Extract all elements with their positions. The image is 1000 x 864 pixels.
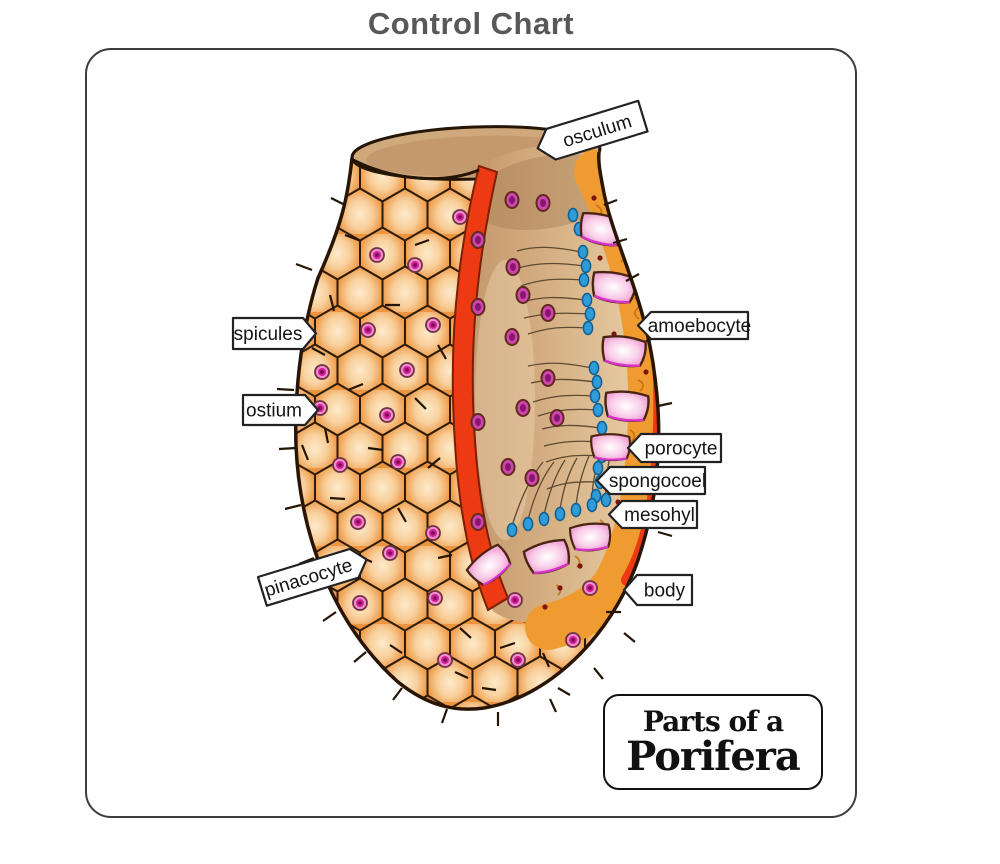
- svg-text:ostium: ostium: [246, 401, 302, 422]
- label-spongocoel: spongocoel: [595, 465, 706, 496]
- label-amoebocyte: amoebocyte: [636, 310, 752, 341]
- osculum-front-lip: [352, 158, 480, 181]
- caption-line2: Porifera: [626, 732, 801, 780]
- edge-spicules: [276, 197, 677, 726]
- svg-text:amoebocyte: amoebocyte: [648, 316, 752, 337]
- cutaway-section: [451, 145, 659, 650]
- svg-text:body: body: [644, 581, 686, 602]
- label-body: body: [622, 573, 694, 607]
- label-porocyte: porocyte: [626, 432, 723, 464]
- sponge-body: [276, 125, 677, 726]
- label-mesohyl: mesohyl: [607, 499, 699, 530]
- svg-text:mesohyl: mesohyl: [624, 505, 695, 526]
- page-title: Control Chart: [367, 6, 575, 41]
- svg-text:spongocoel: spongocoel: [609, 471, 706, 492]
- caption-line1: Parts of a: [642, 705, 784, 739]
- label-spicules: spicules: [231, 316, 318, 351]
- svg-text:spicules: spicules: [234, 324, 303, 345]
- label-ostium: ostium: [241, 393, 320, 427]
- svg-text:porocyte: porocyte: [645, 439, 718, 460]
- caption-box: Parts of a Porifera: [603, 694, 823, 790]
